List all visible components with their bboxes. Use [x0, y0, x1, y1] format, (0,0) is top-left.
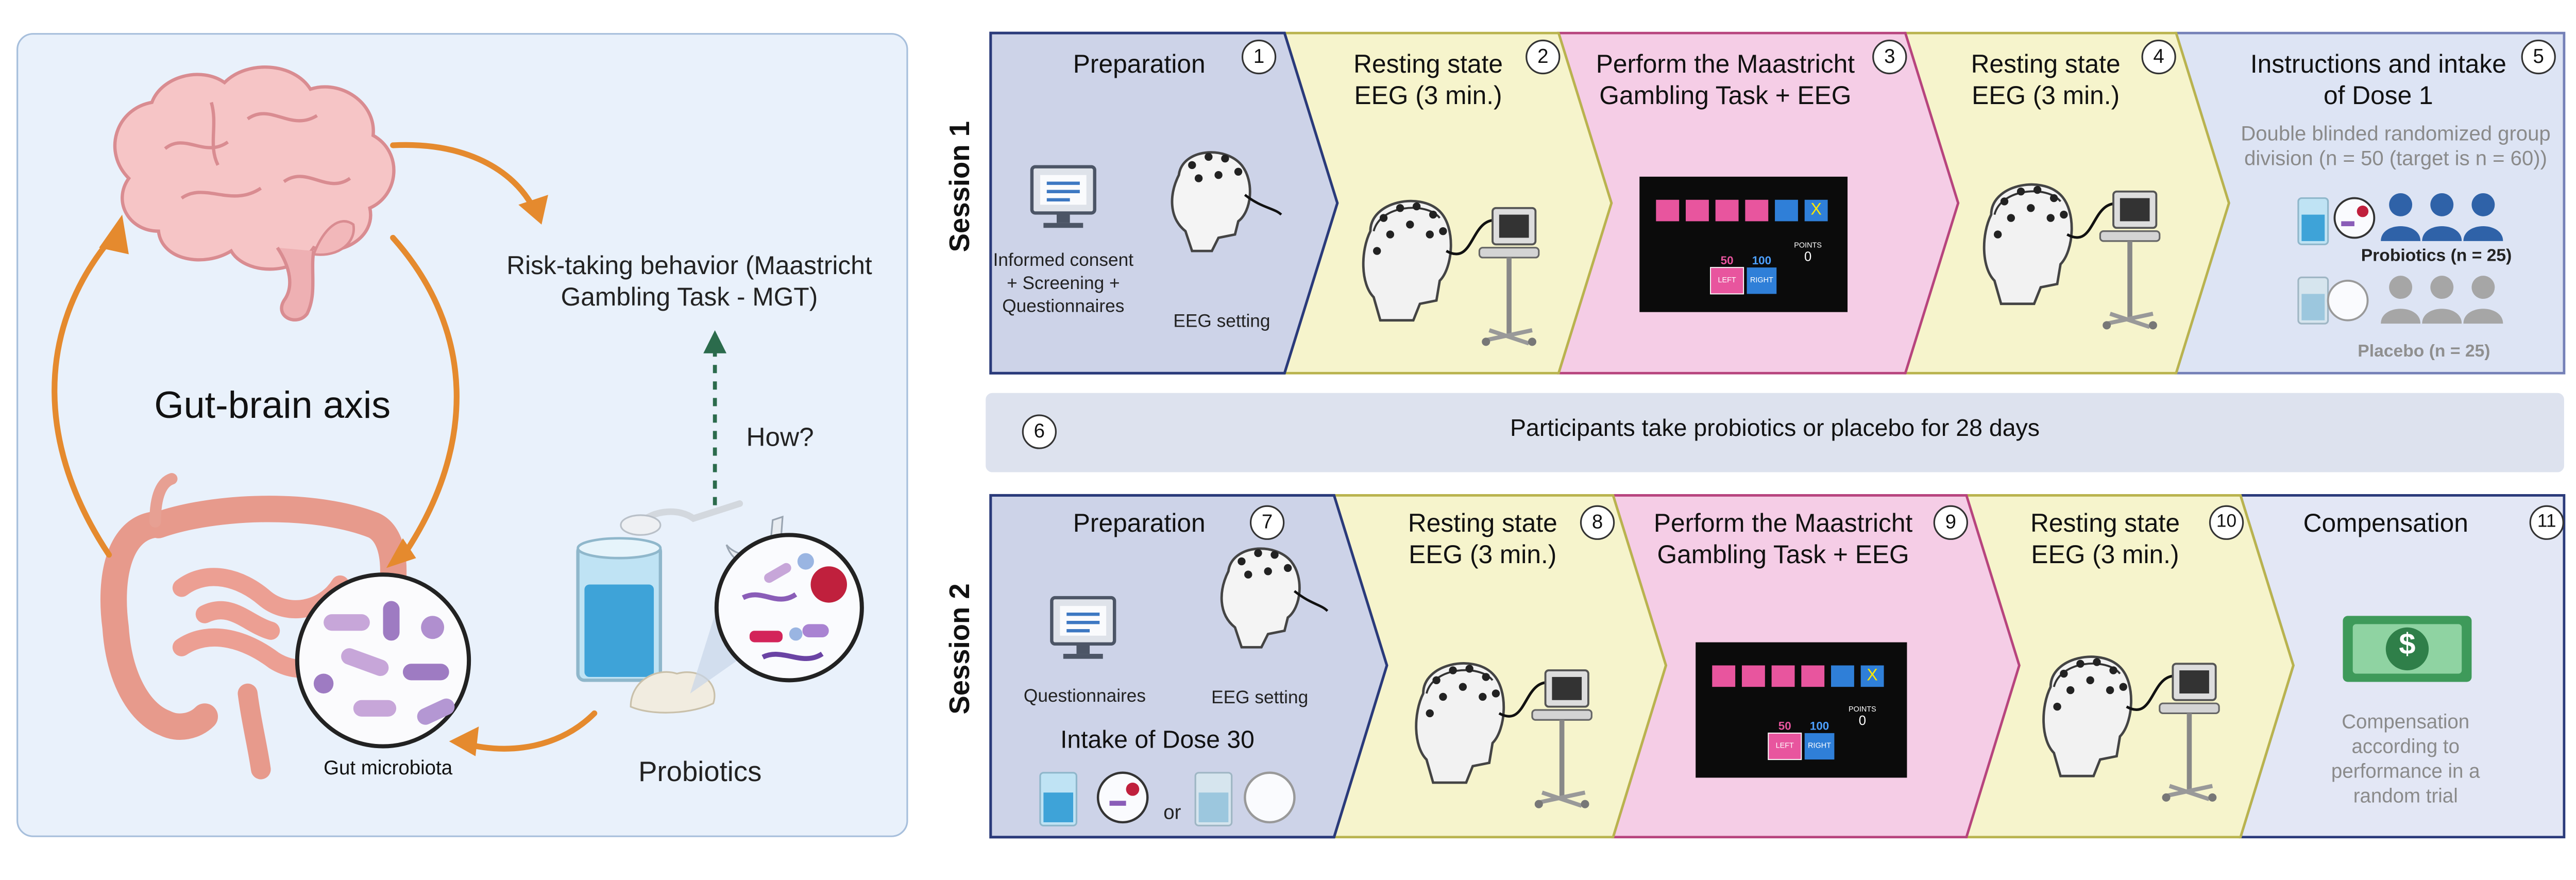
step7-questionnaires-label: Questionnaires — [1023, 687, 1146, 707]
probiotics-dose-icon — [1039, 771, 1149, 826]
placebo-dose-icon — [1194, 771, 1296, 826]
step8-title: Resting state EEG (3 min.) — [1408, 510, 1557, 569]
step1-eeg-setting-label: EEG setting — [1173, 312, 1270, 332]
right-value: 100 — [1752, 256, 1772, 268]
right-button: RIGHT — [1750, 276, 1773, 284]
gambling-task-screen — [1696, 642, 1907, 778]
left-button: LEFT — [1718, 276, 1736, 284]
game-x-mark: X — [1867, 667, 1878, 685]
interval-band — [986, 393, 2564, 472]
step1-number: 1 — [1241, 39, 1277, 75]
probiotics-dose-icon — [2297, 197, 2376, 245]
step3-number: 3 — [1872, 39, 1907, 75]
gut-brain-illustration — [52, 65, 864, 780]
right-value: 100 — [1809, 721, 1829, 733]
money-icon — [2343, 616, 2472, 682]
step2-title: Resting state EEG (3 min.) — [1353, 51, 1503, 110]
probiotics-group-label: Probiotics (n = 25) — [2361, 246, 2512, 266]
gut-microbiota-label: Gut microbiota — [324, 756, 453, 780]
points-label: POINTS — [1849, 705, 1876, 714]
game-x-mark: X — [1810, 201, 1822, 220]
step7-eeg-setting-label: EEG setting — [1211, 688, 1309, 708]
step1-title: Preparation — [1073, 51, 1206, 79]
arrow-heads — [99, 195, 548, 756]
probiotics-label: Probiotics — [638, 756, 762, 788]
step10-title: Resting state EEG (3 min.) — [2030, 510, 2180, 569]
or-label: or — [1163, 801, 1181, 824]
left-button: LEFT — [1775, 741, 1794, 750]
interval-text: Participants take probiotics or placebo … — [1510, 416, 2040, 443]
points-value: 0 — [1804, 249, 1812, 264]
step11-title: Compensation — [2303, 510, 2468, 538]
randomization-note: Double blinded randomized group division… — [2241, 122, 2551, 171]
step4-number: 4 — [2141, 39, 2176, 75]
computer-icon — [1050, 596, 1116, 659]
step4-title: Resting state EEG (3 min.) — [1971, 51, 2121, 110]
left-value: 50 — [1778, 721, 1791, 733]
eeg-head-icon — [1171, 151, 1282, 252]
how-label: How? — [746, 424, 814, 453]
step7-title: Preparation — [1073, 510, 1206, 538]
placebo-dose-icon — [2297, 276, 2369, 325]
step9-title: Perform the Maastricht Gambling Task + E… — [1653, 510, 1913, 569]
points-label: POINTS — [1794, 241, 1822, 249]
left-value: 50 — [1720, 256, 1734, 268]
dollar-symbol: $ — [2399, 627, 2416, 661]
step3-title: Perform the Maastricht Gambling Task + E… — [1596, 51, 1855, 110]
probiotics-beaker-icon — [576, 500, 864, 714]
step5-title: Instructions and intake of Dose 1 — [2250, 51, 2506, 110]
compensation-note: Compensation according to performance in… — [2331, 710, 2480, 808]
dose30-label: Intake of Dose 30 — [1060, 726, 1255, 755]
step6-number: 6 — [1022, 414, 1057, 449]
session1-label: Session 1 — [944, 121, 976, 252]
step7-number: 7 — [1249, 505, 1285, 540]
session2-label: Session 2 — [944, 583, 976, 715]
gut-microbiota-icon — [295, 572, 471, 749]
points-value: 0 — [1858, 713, 1867, 729]
right-button: RIGHT — [1808, 741, 1832, 750]
computer-icon — [1030, 165, 1096, 228]
gut-brain-axis-label: Gut-brain axis — [154, 383, 391, 426]
step1-consent-label: Informed consent + Screening + Questionn… — [993, 251, 1134, 317]
step10-number: 10 — [2209, 505, 2244, 540]
placebo-group-label: Placebo (n = 25) — [2358, 342, 2490, 362]
step5-number: 5 — [2521, 39, 2556, 75]
step8-number: 8 — [1580, 505, 1615, 540]
brain-icon — [113, 65, 396, 321]
gambling-task-screen — [1639, 176, 1848, 312]
step11-number: 11 — [2529, 505, 2564, 540]
axis-arrows — [52, 142, 598, 752]
eeg-head-icon — [1220, 547, 1329, 649]
step9-number: 9 — [1933, 505, 1969, 540]
risk-taking-label: Risk-taking behavior (Maastricht Gamblin… — [506, 252, 872, 312]
step2-number: 2 — [1526, 39, 1561, 75]
